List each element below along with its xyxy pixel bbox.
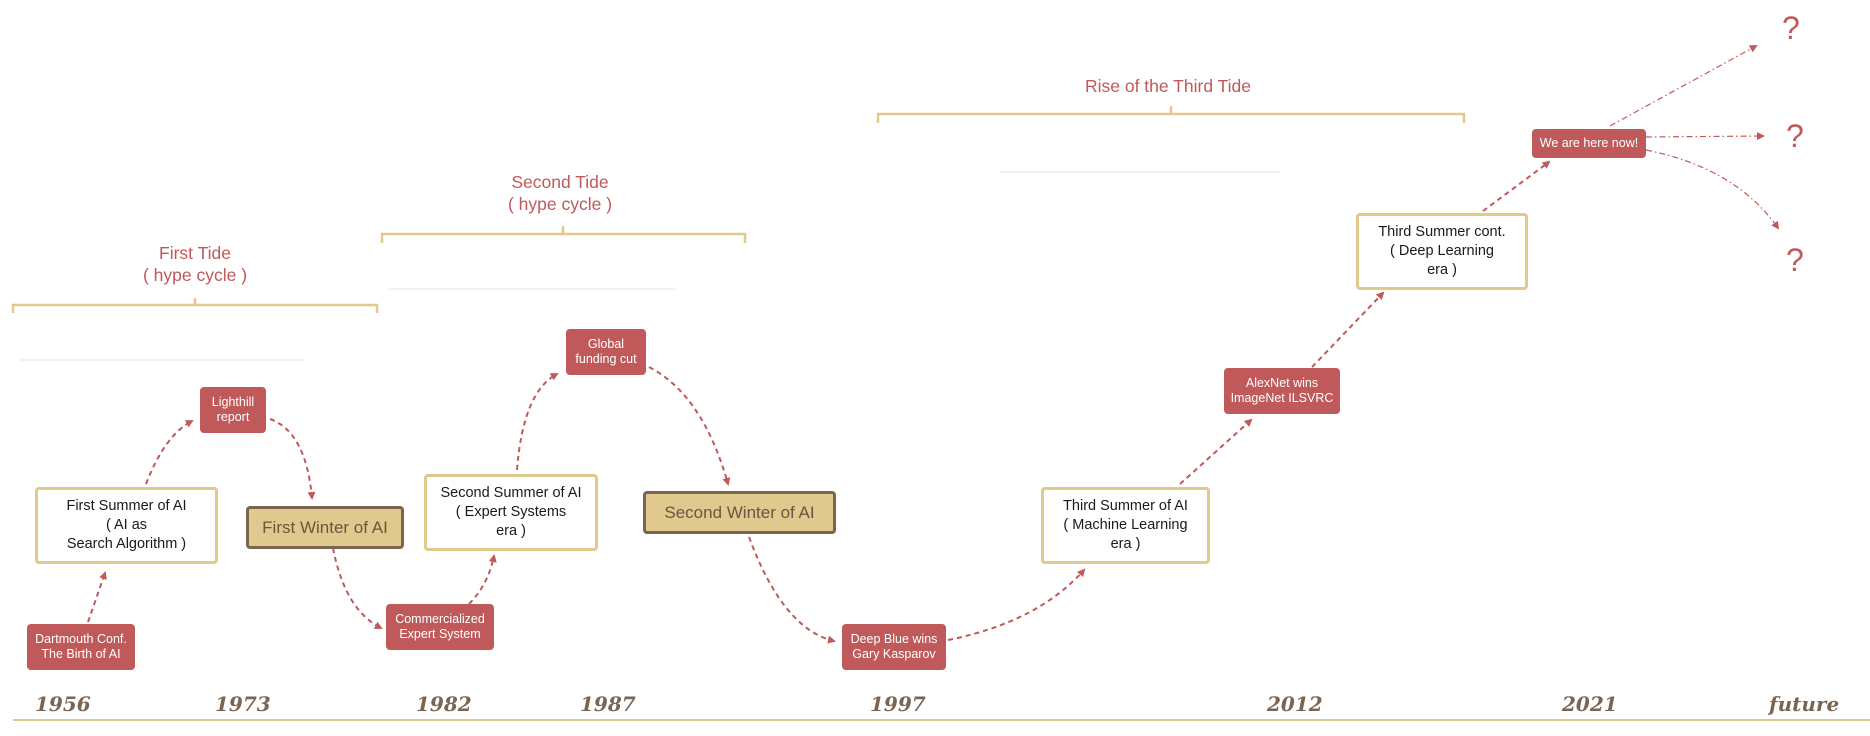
summer-third: Third Summer of AI ( Machine Learning er… <box>1041 487 1210 564</box>
event-commercialized: Commercialized Expert System <box>386 604 494 650</box>
arrow-deep-blue-to-third-summer <box>947 568 1086 641</box>
arrow-second-summer-to-funding-cut <box>516 373 559 471</box>
arrow-funding-cut-to-second-winter <box>648 366 731 486</box>
event-funding-cut: Global funding cut <box>566 329 646 375</box>
arrow-alexnet-to-third-summer-cont <box>1311 291 1385 368</box>
year-label-2021: 2021 <box>1562 692 1618 716</box>
year-label-1987: 1987 <box>580 692 636 716</box>
winter-second: Second Winter of AI <box>643 491 836 534</box>
third-tide-title: Rise of the Third Tide <box>1084 76 1251 96</box>
year-label-1973: 1973 <box>215 692 271 716</box>
first-tide-bracket <box>11 298 379 313</box>
event-deep-blue: Deep Blue wins Gary Kasparov <box>842 624 946 670</box>
arrow-third-summer-to-alexnet <box>1179 418 1253 485</box>
future-branch-up <box>1609 45 1758 127</box>
future-branch-middle <box>1645 132 1765 141</box>
event-dartmouth: Dartmouth Conf. The Birth of AI <box>27 624 135 670</box>
arrow-first-winter-to-commercialized <box>332 547 383 629</box>
winter-first: First Winter of AI <box>246 506 404 549</box>
summer-second: Second Summer of AI ( Expert Systems era… <box>424 474 598 551</box>
first-tide-title: First Tide ( hype cycle ) <box>142 243 248 285</box>
arrow-third-summer-cont-to-here-now <box>1482 160 1551 212</box>
event-alexnet: AlexNet wins ImageNet ILSVRC <box>1224 368 1340 414</box>
arrow-commercialized-to-second-summer <box>468 554 497 605</box>
event-here-now: We are here now! <box>1532 129 1646 158</box>
second-tide-title: Second Tide ( hype cycle ) <box>507 172 613 214</box>
future-branch-down <box>1645 149 1780 230</box>
arrow-second-winter-to-deep-blue <box>748 536 836 644</box>
future-question-mark-middle: ? <box>1786 118 1804 154</box>
arrow-lighthill-to-first-winter <box>269 418 316 500</box>
future-question-mark-bottom: ? <box>1786 242 1804 278</box>
year-label-2012: 2012 <box>1267 692 1323 716</box>
year-label-1997: 1997 <box>870 692 926 716</box>
arrow-first-summer-to-lighthill <box>145 420 194 485</box>
event-lighthill: Lighthill report <box>200 387 266 433</box>
summer-first: First Summer of AI ( AI as Search Algori… <box>35 487 218 564</box>
future-branches <box>1609 45 1780 230</box>
year-label-1956: 1956 <box>35 692 91 716</box>
year-label-future: future <box>1769 692 1840 716</box>
future-question-mark-top: ? <box>1782 10 1800 46</box>
summer-third-cont: Third Summer cont. ( Deep Learning era ) <box>1356 213 1528 290</box>
flow-arrows <box>87 160 1551 644</box>
third-tide-bracket <box>876 106 1466 123</box>
second-tide-bracket <box>380 226 747 243</box>
bracket-traces <box>20 171 1280 361</box>
arrow-dartmouth-to-first-summer <box>87 571 107 623</box>
year-label-1982: 1982 <box>416 692 472 716</box>
